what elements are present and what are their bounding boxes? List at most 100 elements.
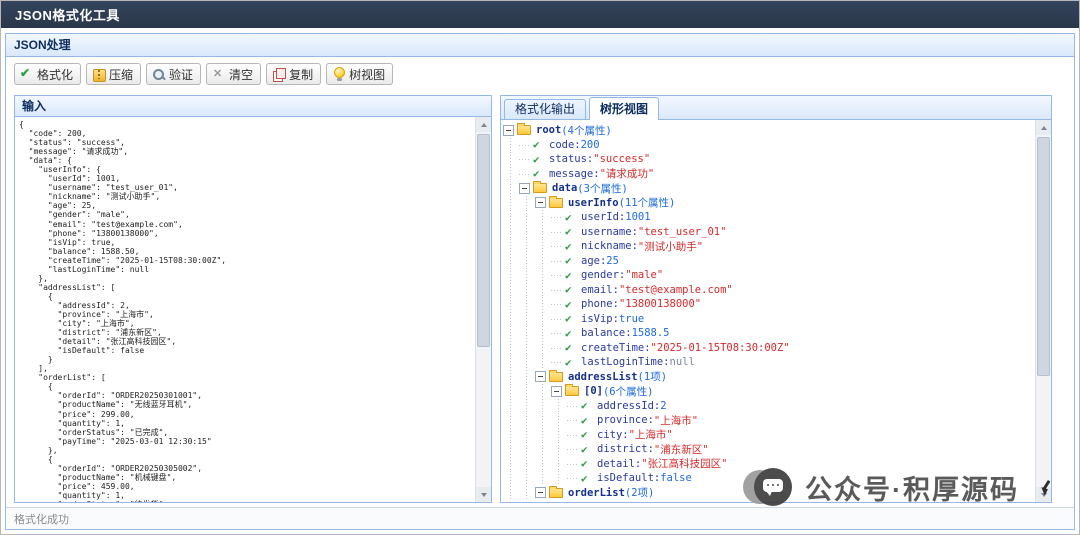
tree-node[interactable]: ✔message: "请求成功" (503, 166, 1033, 181)
compress-button[interactable]: 压缩 (86, 63, 142, 85)
check-icon: ✔ (565, 312, 572, 326)
input-vertical-scrollbar[interactable] (475, 117, 491, 502)
tree-node[interactable]: ✔age: 25 (503, 253, 1033, 268)
button-label: 验证 (169, 67, 194, 82)
app-title: JSON格式化工具 (15, 8, 120, 23)
validate-button[interactable]: 验证 (146, 63, 202, 85)
check-icon: ✔ (533, 167, 540, 181)
check-icon: ✔ (565, 210, 572, 224)
tree-node[interactable]: ✔isDefault: false (503, 471, 1033, 486)
collapse-toggle-icon[interactable] (519, 182, 530, 194)
folder-icon (517, 123, 531, 136)
tree-node[interactable]: ✔isVip: true (503, 311, 1033, 326)
tree-node[interactable]: userInfo (11个属性) (503, 195, 1033, 210)
tree-node[interactable]: ✔userId: 1001 (503, 210, 1033, 225)
tree-node[interactable]: ✔detail: "张江高科技园区" (503, 456, 1033, 471)
check-icon: ✔ (533, 152, 540, 166)
tree-node[interactable]: ✔city: "上海市" (503, 427, 1033, 442)
input-panel-body: { "code": 200, "status": "success", "mes… (15, 117, 491, 502)
tree-node[interactable]: orderList (2项) (503, 485, 1033, 500)
arrow-up-icon (480, 122, 487, 127)
check-icon (19, 66, 34, 82)
check-icon: ✔ (565, 225, 572, 239)
scroll-track[interactable] (476, 132, 491, 487)
tab-formatted-output[interactable]: 格式化输出 (504, 99, 587, 119)
folder-icon (549, 485, 563, 498)
clear-button[interactable]: 清空 (206, 63, 262, 85)
check-icon: ✔ (565, 283, 572, 297)
tree-node[interactable]: ✔addressId: 2 (503, 398, 1033, 413)
tree-node[interactable]: ✔phone: "13800138000" (503, 297, 1033, 312)
check-icon: ✔ (565, 355, 572, 369)
tree-node[interactable]: ✔nickname: "测试小助手" (503, 239, 1033, 254)
button-label: 格式化 (37, 67, 74, 82)
tree-panel-body: root (4个属性)✔code: 200✔status: "success"✔… (501, 120, 1051, 502)
input-panel-title: 输入 (15, 96, 491, 117)
tree-node[interactable]: root (4个属性) (503, 123, 1033, 138)
tree-node[interactable]: ✔balance: 1588.5 (503, 326, 1033, 341)
panels-area: 输入 { "code": 200, "status": "success", "… (6, 91, 1074, 507)
check-icon: ✔ (581, 399, 588, 413)
toolbar: 格式化 压缩 验证清空 复制 树视图 (6, 57, 1074, 91)
status-message: 格式化成功 (14, 513, 69, 526)
scroll-thumb[interactable] (1037, 137, 1050, 377)
panel-title: JSON处理 (6, 34, 1074, 57)
folder-icon (549, 195, 563, 208)
check-icon: ✔ (565, 268, 572, 282)
tree-node[interactable]: addressList (1项) (503, 369, 1033, 384)
tree-vertical-scrollbar[interactable] (1035, 120, 1051, 502)
status-bar: 格式化成功 (6, 507, 1074, 529)
button-label: 树视图 (349, 67, 386, 82)
folder-icon (533, 181, 547, 194)
collapse-toggle-icon[interactable] (503, 124, 514, 136)
check-icon: ✔ (565, 254, 572, 268)
check-icon: ✔ (581, 413, 588, 427)
format-button[interactable]: 格式化 (14, 63, 82, 85)
tree-node[interactable]: ✔gender: "male" (503, 268, 1033, 283)
input-panel: 输入 { "code": 200, "status": "success", "… (14, 95, 492, 503)
scroll-down-button[interactable] (476, 487, 491, 502)
output-tabs: 格式化输出 树形视图 (501, 96, 1051, 120)
json-input[interactable]: { "code": 200, "status": "success", "mes… (19, 120, 227, 502)
tree-node[interactable]: ✔status: "success" (503, 152, 1033, 167)
folder-icon (549, 369, 563, 382)
scroll-track[interactable] (1036, 135, 1051, 487)
collapse-toggle-icon[interactable] (535, 371, 546, 383)
compress-icon (91, 67, 107, 82)
check-icon: ✔ (581, 428, 588, 442)
tree-node[interactable]: ✔createTime: "2025-01-15T08:30:00Z" (503, 340, 1033, 355)
json-tree: root (4个属性)✔code: 200✔status: "success"✔… (501, 120, 1035, 502)
tab-tree-view[interactable]: 树形视图 (589, 97, 660, 120)
check-icon: ✔ (581, 471, 588, 485)
app-header: JSON格式化工具 (1, 1, 1079, 28)
output-panel: 格式化输出 树形视图 root (4个属性)✔code: 200✔status:… (500, 95, 1052, 503)
check-icon: ✔ (581, 442, 588, 456)
scroll-thumb[interactable] (477, 134, 490, 347)
bulb-icon (331, 66, 346, 82)
tree-node[interactable]: ✔lastLoginTime: null (503, 355, 1033, 370)
copy-button[interactable]: 复制 (266, 63, 322, 85)
button-label: 复制 (289, 67, 314, 82)
watermark-text: 公众号·积厚源码 (805, 474, 1019, 505)
check-icon: ✔ (581, 457, 588, 471)
copy-icon (271, 67, 287, 82)
tree-node[interactable]: ✔username: "test_user_01" (503, 224, 1033, 239)
tree-node[interactable]: ✔code: 200 (503, 137, 1033, 152)
tree-node[interactable]: ✔email: "test@example.com" (503, 282, 1033, 297)
collapse-toggle-icon[interactable] (535, 487, 546, 499)
chat-bubble-icon (743, 467, 793, 507)
collapse-toggle-icon[interactable] (535, 197, 546, 209)
button-label: 压缩 (109, 67, 134, 82)
watermark: 公众号·积厚源码 (743, 467, 1019, 507)
tree-node[interactable]: data (3个属性) (503, 181, 1033, 196)
tree-node[interactable]: [0] (6个属性) (503, 384, 1033, 399)
collapse-toggle-icon[interactable] (551, 385, 562, 397)
check-icon: ✔ (565, 297, 572, 311)
tree-node[interactable]: ✔district: "浦东新区" (503, 442, 1033, 457)
treeview-button[interactable]: 树视图 (326, 63, 394, 85)
scroll-up-button[interactable] (1036, 120, 1051, 135)
scroll-up-button[interactable] (476, 117, 491, 132)
tree-node[interactable]: ✔province: "上海市" (503, 413, 1033, 428)
pen-icon (1038, 480, 1052, 496)
